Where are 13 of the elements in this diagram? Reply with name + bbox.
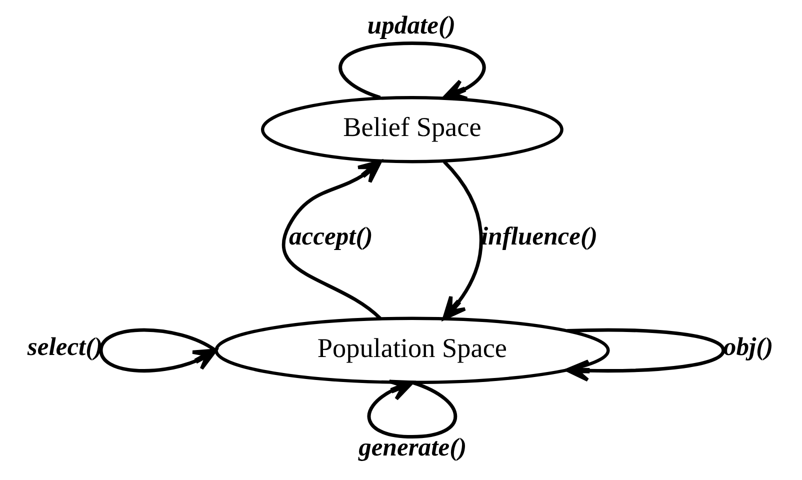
node-ellipse: Belief Space xyxy=(261,96,564,164)
arrow xyxy=(565,328,726,382)
edge-label: select() xyxy=(27,332,103,361)
arrow xyxy=(367,380,457,439)
edge-label: obj() xyxy=(723,332,774,361)
edge-label: update() xyxy=(367,10,456,40)
arrow xyxy=(338,41,486,100)
edge-label: influence() xyxy=(481,221,598,250)
arrow xyxy=(282,160,382,320)
arrow xyxy=(99,328,218,373)
edge-label: accept() xyxy=(289,221,373,250)
arrow xyxy=(442,160,483,320)
edge-label: generate() xyxy=(358,432,467,462)
